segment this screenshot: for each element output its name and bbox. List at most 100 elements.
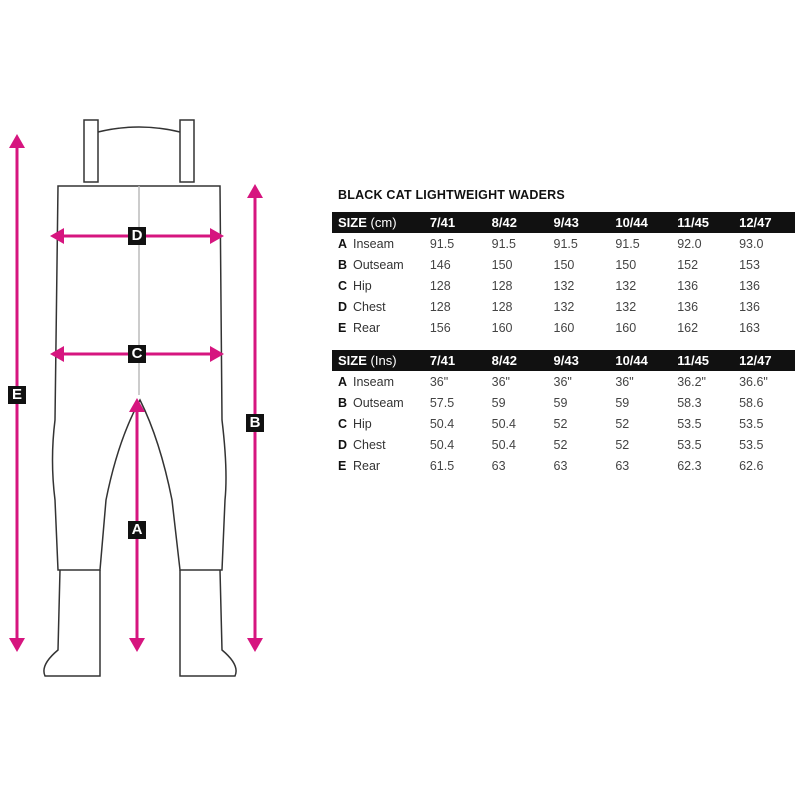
table-cell: 59 — [491, 395, 506, 410]
table-cell: 132 — [553, 278, 575, 293]
waders-illustration — [9, 119, 263, 677]
table-cell: 63 — [615, 458, 630, 473]
table-cell: 128 — [429, 299, 451, 314]
table-cell: 61.5 — [429, 458, 455, 473]
size-column-header: 7/41 — [423, 212, 486, 233]
table-cell: 93.0 — [739, 236, 764, 251]
table-cell: 63 — [553, 458, 568, 473]
table-cell: 59 — [615, 395, 630, 410]
table-cell: 132 — [553, 299, 575, 314]
unit-label: (cm) — [370, 215, 397, 230]
measure-name: Rear — [353, 458, 381, 473]
table-cell: 62.3 — [677, 458, 702, 473]
table-cell: 52 — [553, 416, 568, 431]
table-cell: 36" — [553, 374, 572, 389]
table-cell: 162 — [677, 320, 699, 335]
label-d: D — [128, 227, 146, 245]
measure-letter: B — [338, 395, 348, 410]
unit-label: (Ins) — [370, 353, 397, 368]
size-label: SIZE — [338, 353, 367, 368]
table-cell: 53.5 — [677, 416, 702, 431]
measure-letter: D — [338, 299, 348, 314]
size-column-header: 7/41 — [423, 350, 486, 371]
table-cell: 52 — [553, 437, 568, 452]
measure-letter: C — [338, 416, 348, 431]
table-cell: 52 — [615, 437, 630, 452]
table-cell: 136 — [739, 278, 760, 293]
table-cell: 91.5 — [429, 236, 455, 251]
table-cell: 50.4 — [429, 416, 455, 431]
table-cell: 128 — [429, 278, 451, 293]
label-b: B — [246, 414, 264, 432]
table-cell: 92.0 — [677, 236, 702, 251]
table-cell: 91.5 — [553, 236, 578, 251]
table-cell: 136 — [677, 278, 699, 293]
table-cell: 163 — [739, 320, 760, 335]
measure-name: Hip — [353, 416, 372, 431]
table-cell: 160 — [491, 320, 513, 335]
table-cell: 53.5 — [739, 416, 764, 431]
table-cell: 156 — [429, 320, 451, 335]
size-column-header: 9/43 — [547, 350, 610, 371]
size-column-header: 10/44 — [609, 212, 672, 233]
table-row: C Hip 128 128 132 132 136 136 — [332, 275, 795, 296]
table-cell: 160 — [615, 320, 637, 335]
measure-letter: E — [338, 320, 347, 335]
measurement-arrows — [9, 134, 263, 652]
table-cell: 36" — [429, 374, 449, 389]
table-row: C Hip 50.4 50.4 52 52 53.5 53.5 — [332, 413, 795, 434]
table-cell: 36" — [491, 374, 510, 389]
table-cell: 128 — [491, 278, 513, 293]
table-cell: 57.5 — [429, 395, 455, 410]
table-cell: 150 — [491, 257, 513, 272]
table-cell: 152 — [677, 257, 699, 272]
measure-name: Chest — [353, 437, 386, 452]
table-cell: 50.4 — [429, 437, 455, 452]
measure-letter: C — [338, 278, 348, 293]
table-cell: 36.6" — [739, 374, 768, 389]
measure-name: Outseam — [353, 257, 404, 272]
size-column-header: 12/47 — [733, 350, 795, 371]
measure-name: Outseam — [353, 395, 404, 410]
table-cell: 50.4 — [491, 416, 516, 431]
table-cell: 150 — [553, 257, 575, 272]
measure-name: Hip — [353, 278, 372, 293]
table-cell: 58.6 — [739, 395, 764, 410]
label-e: E — [8, 386, 26, 404]
measure-letter: E — [338, 458, 347, 473]
measure-letter: A — [338, 374, 348, 389]
table-row: A Inseam 91.5 91.5 91.5 91.5 92.0 93.0 — [332, 233, 795, 254]
size-column-header: 10/44 — [609, 350, 672, 371]
size-column-header: 9/43 — [547, 212, 610, 233]
table-cell: 150 — [615, 257, 637, 272]
size-column-header: 8/42 — [485, 212, 548, 233]
table-cell: 132 — [615, 278, 637, 293]
size-column-header: 11/45 — [671, 212, 734, 233]
table-cell: 59 — [553, 395, 568, 410]
table-cell: 91.5 — [491, 236, 516, 251]
measure-letter: D — [338, 437, 348, 452]
table-cell: 136 — [677, 299, 699, 314]
table-cell: 91.5 — [615, 236, 640, 251]
chart-title: BLACK CAT LIGHTWEIGHT WADERS — [338, 188, 565, 202]
table-cell: 132 — [615, 299, 637, 314]
table-cell: 128 — [491, 299, 513, 314]
measure-letter: A — [338, 236, 348, 251]
label-a: A — [128, 521, 146, 539]
measure-name: Inseam — [353, 236, 394, 251]
table-cell: 52 — [615, 416, 630, 431]
table-cell: 53.5 — [677, 437, 702, 452]
measure-name: Chest — [353, 299, 386, 314]
table-cell: 50.4 — [491, 437, 516, 452]
table-cell: 153 — [739, 257, 760, 272]
measure-name: Inseam — [353, 374, 394, 389]
table-cell: 160 — [553, 320, 575, 335]
